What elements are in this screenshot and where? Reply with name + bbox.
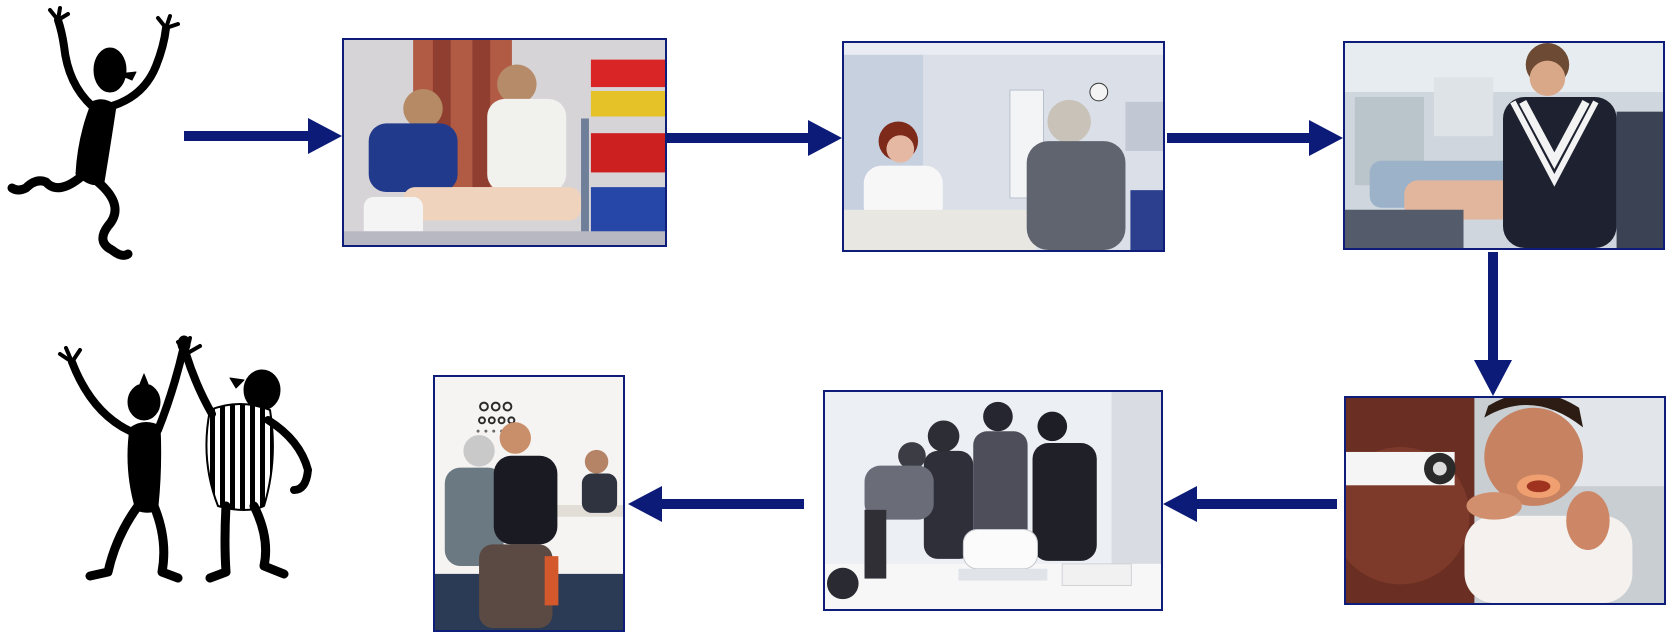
photo-abdominal-exam-icon	[1345, 43, 1663, 248]
single-figure-start	[6, 6, 186, 266]
arrow-left-2	[628, 486, 804, 522]
photo-group-practice-icon	[825, 392, 1161, 609]
arrow-left-1	[1163, 486, 1337, 522]
pair-figures-celebrating	[50, 310, 330, 590]
photo-leg-examination	[342, 38, 667, 247]
celebrating-figures-icon	[58, 335, 312, 583]
photo-throat-exam-icon	[1346, 398, 1664, 603]
photo-abdominal-exam	[1343, 41, 1665, 250]
photo-eye-exam	[433, 375, 625, 632]
arrow-right-1	[184, 118, 342, 154]
arrow-right-2	[667, 120, 842, 156]
arrow-down-1	[1474, 252, 1512, 396]
photo-throat-exam	[1344, 396, 1666, 605]
arrow-right-3	[1167, 120, 1343, 156]
photo-consultation-icon	[844, 43, 1163, 250]
photo-eye-exam-icon	[435, 377, 623, 630]
stick-figure-icon	[7, 6, 180, 260]
photo-leg-examination-icon	[344, 40, 665, 245]
photo-group-practice	[823, 390, 1163, 611]
photo-consultation-desk	[842, 41, 1165, 252]
